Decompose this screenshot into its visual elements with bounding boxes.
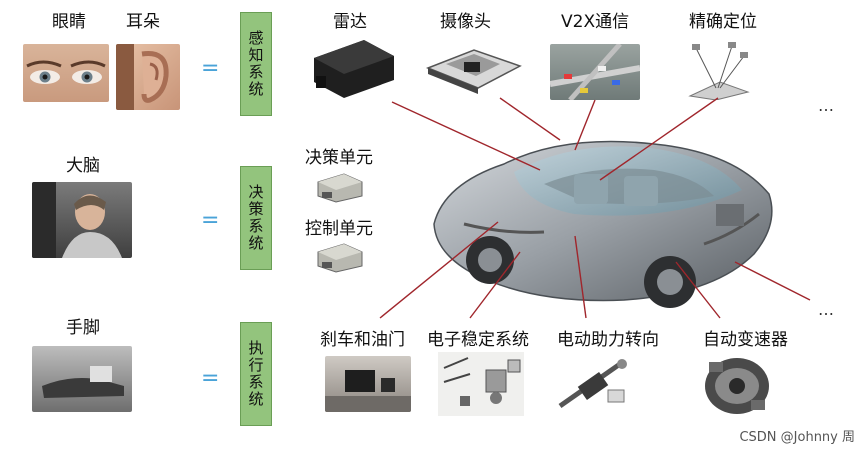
label-control-unit: 控制单元 [305, 219, 373, 239]
label-eps: 电动助力转向 [557, 330, 659, 350]
car-cutaway-illustration [433, 140, 773, 308]
leader-line-positioning [599, 97, 719, 181]
more-sensors-ellipsis: … [818, 96, 836, 115]
more-actuators-ellipsis: … [818, 300, 836, 319]
ear-photo [116, 44, 180, 110]
decision-unit-module-icon [317, 173, 363, 203]
label-esc: 电子稳定系统 [427, 330, 529, 350]
eyes-illustration [26, 60, 106, 84]
label-eyes: 眼睛 [52, 12, 86, 32]
label-positioning: 精确定位 [689, 12, 757, 32]
watermark: CSDN @Johnny 周 [739, 430, 855, 445]
label-camera: 摄像头 [440, 12, 491, 32]
label-v2x: V2X通信 [561, 12, 630, 32]
v2x-traffic-photo [550, 44, 640, 100]
label-ears: 耳朵 [126, 12, 160, 32]
positioning-satellite-icon [688, 42, 750, 100]
label-transmission: 自动变速器 [703, 330, 788, 350]
perception-system-box: 感知系统 [240, 12, 272, 116]
leader-line-camera [499, 97, 561, 141]
equals-sign-decision: = [201, 208, 220, 233]
execution-system-label: 执行系统 [246, 340, 265, 408]
label-brain: 大脑 [66, 156, 100, 176]
control-unit-module-icon [317, 243, 363, 273]
label-limbs: 手脚 [66, 318, 100, 338]
label-decision-unit: 决策单元 [305, 148, 373, 168]
equals-sign-perception: = [201, 56, 220, 81]
radar-device-icon [314, 40, 394, 98]
eps-steering-icon [558, 359, 627, 409]
leader-line-brake [379, 221, 499, 319]
brake-pedal-illustration [325, 370, 411, 412]
execution-system-box: 执行系统 [240, 322, 272, 426]
leader-line-radar [391, 101, 541, 171]
leader-line-v2x [574, 99, 596, 151]
esc-components-icon [438, 352, 524, 416]
person-illustration [32, 182, 122, 258]
label-brake-throttle: 刹车和油门 [320, 330, 405, 350]
pedal-photo [32, 346, 132, 412]
leader-line-esc [469, 251, 521, 319]
v2x-illustration [550, 44, 640, 100]
pedal-illustration [42, 366, 124, 398]
ear-illustration [116, 44, 169, 110]
perception-system-label: 感知系统 [246, 30, 265, 98]
camera-device-icon [425, 49, 522, 94]
leader-line-eps [574, 235, 587, 319]
decision-system-label: 决策系统 [246, 184, 265, 252]
label-radar: 雷达 [333, 12, 367, 32]
eyes-photo [23, 44, 109, 102]
leader-line-transmission [675, 261, 721, 319]
brake-throttle-photo [325, 356, 411, 412]
transmission-gearbox-icon [705, 358, 769, 414]
person-photo [32, 182, 132, 258]
equals-sign-execution: = [201, 366, 220, 391]
leader-line-more [734, 261, 811, 301]
decision-system-box: 决策系统 [240, 166, 272, 270]
